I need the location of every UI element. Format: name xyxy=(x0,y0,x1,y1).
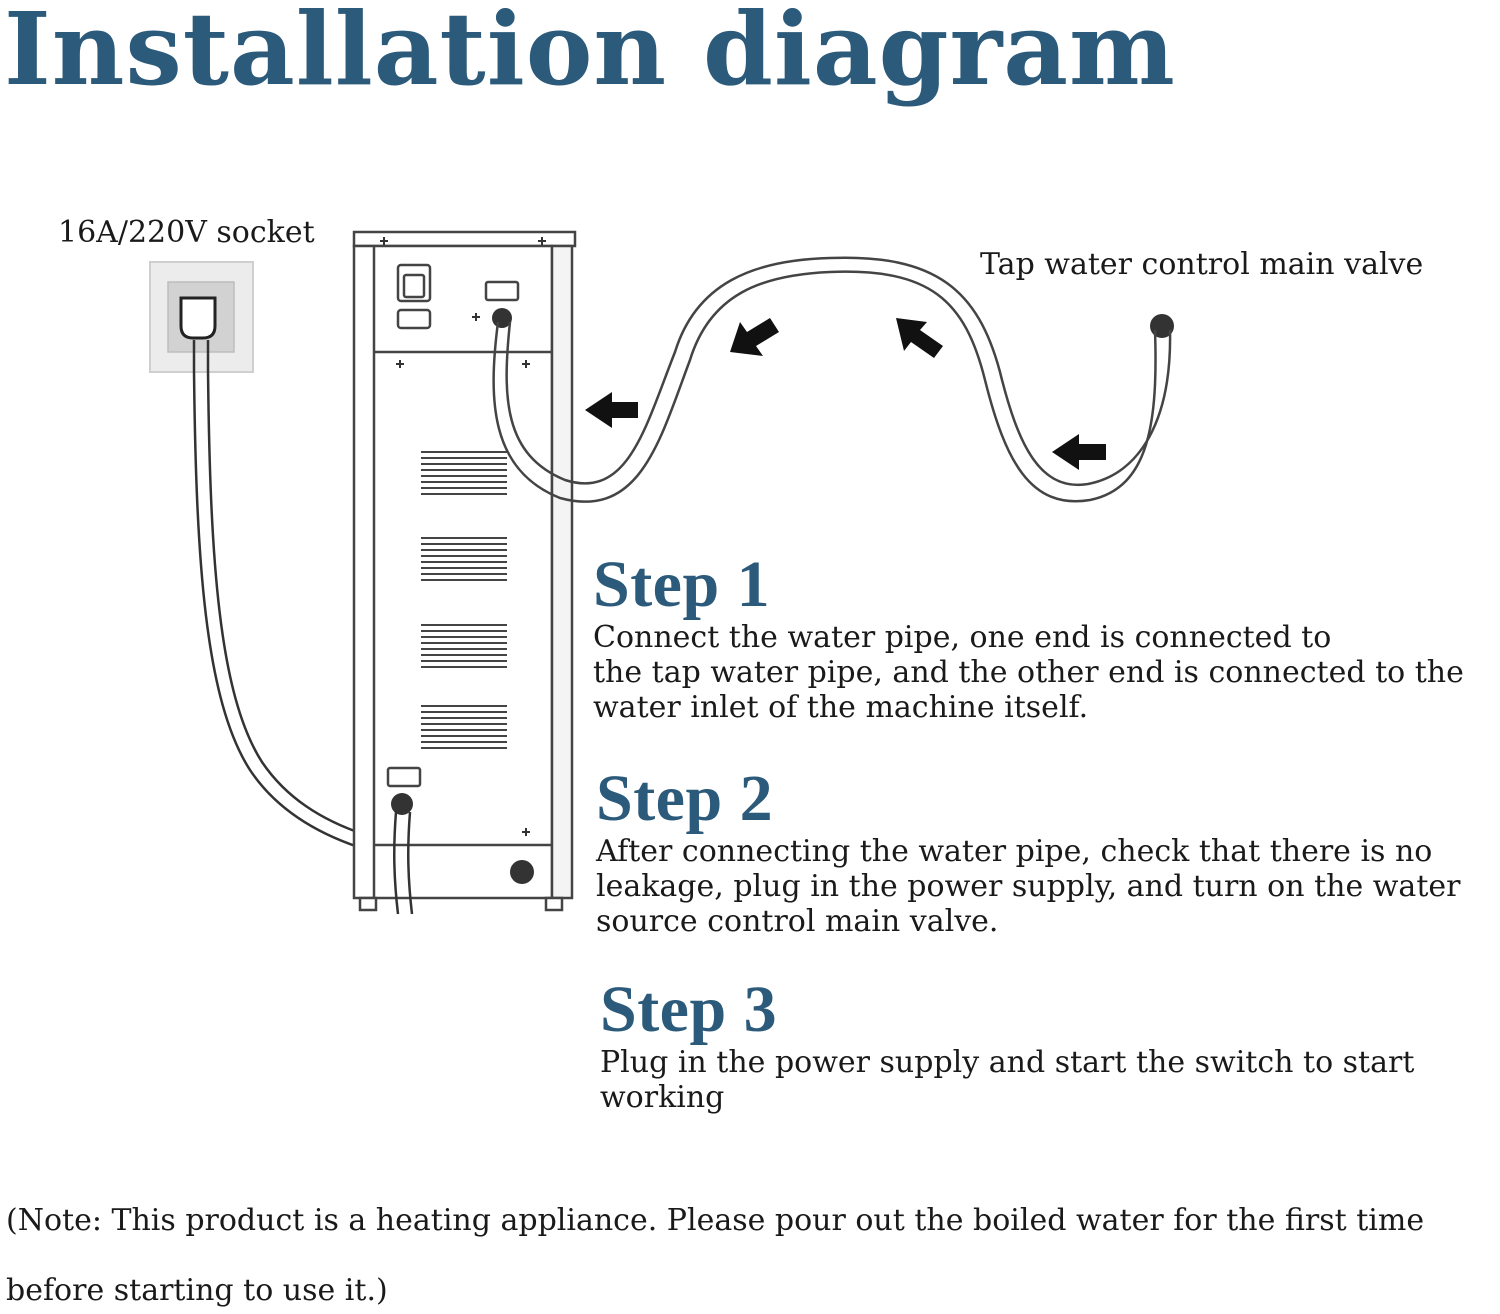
step-3-line: working xyxy=(600,1080,725,1115)
step-3: Step 3 Plug in the power supply and star… xyxy=(600,973,1500,1116)
step-1-line: Connect the water pipe, one end is conne… xyxy=(593,620,1332,655)
water-inlet-hose xyxy=(492,256,1172,503)
step-3-title: Step 3 xyxy=(600,973,778,1046)
step-3-line: Plug in the power supply and start the s… xyxy=(600,1045,1415,1080)
step-2: Step 2 After connecting the water pipe, … xyxy=(596,762,1500,940)
machine-ports xyxy=(391,308,1174,884)
note-line-2: before starting to use it.) xyxy=(6,1273,388,1308)
step-2-title: Step 2 xyxy=(596,762,774,835)
step-2-line: leakage, plug in the power supply, and t… xyxy=(596,869,1461,904)
step-1-line: the tap water pipe, and the other end is… xyxy=(593,655,1464,690)
socket-icon xyxy=(149,261,254,373)
note-line-1: (Note: This product is a heating applian… xyxy=(6,1203,1425,1238)
step-2-line: After connecting the water pipe, check t… xyxy=(596,834,1433,869)
step-2-text: After connecting the water pipe, check t… xyxy=(596,834,1500,939)
step-2-line: source control main valve. xyxy=(596,904,999,939)
cabinet-plus-marks xyxy=(380,237,546,836)
page-title: Installation diagram xyxy=(4,0,1176,108)
step-3-text: Plug in the power supply and start the s… xyxy=(600,1045,1500,1115)
vent-grilles xyxy=(421,451,507,749)
drain-hose xyxy=(393,811,414,915)
step-1-title: Step 1 xyxy=(593,548,771,621)
valve-label: Tap water control main valve xyxy=(980,247,1424,282)
step-1: Step 1 Connect the water pipe, one end i… xyxy=(593,548,1500,726)
step-1-line: water inlet of the machine itself. xyxy=(593,690,1089,725)
step-1-text: Connect the water pipe, one end is conne… xyxy=(593,620,1500,725)
water-boiler-machine xyxy=(352,230,577,912)
flow-arrow-icon xyxy=(585,318,1106,470)
socket-label: 16A/220V socket xyxy=(58,215,315,250)
